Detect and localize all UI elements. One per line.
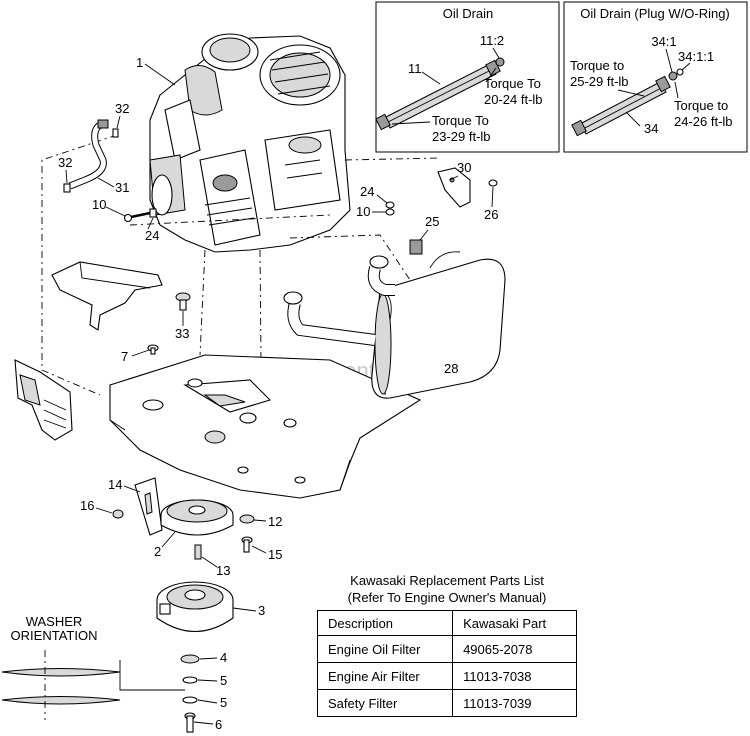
callout-10-right: 10 (356, 204, 370, 219)
screw-26 (488, 179, 498, 187)
callout-28: 28 (444, 361, 458, 376)
callout-15: 15 (268, 547, 282, 562)
oil-drain-plug-title: Oil Drain (Plug W/O-Ring) (580, 6, 730, 21)
header-kawasaki-part: Kawasaki Part (452, 610, 577, 636)
row-description: Engine Air Filter (316, 662, 454, 690)
oil-drain-plug-inset: Oil Drain (Plug W/O-Ring) 34:1 34:1:1 To… (563, 1, 748, 153)
pin-7 (147, 344, 159, 355)
bolt-15 (241, 536, 253, 553)
callout-4: 4 (220, 650, 227, 665)
callout-24-right: 24 (360, 184, 374, 199)
washer-orientation-sketch (1, 650, 185, 720)
washer-5b (182, 696, 198, 704)
washer-5a (182, 676, 198, 684)
callout-32-bottom: 32 (58, 155, 72, 170)
pto-clutch (156, 581, 234, 633)
oil-drain-torque-bottom: Torque To (432, 113, 489, 128)
callout-10-left: 10 (92, 197, 106, 212)
row-description: Engine Oil Filter (316, 635, 454, 663)
left-side-guard (14, 359, 73, 441)
oil-drain-hose (375, 57, 505, 131)
kawasaki-parts-list: Kawasaki Replacement Parts List (Refer T… (316, 572, 577, 717)
oil-drain-plug-torque-right: Torque to (674, 98, 728, 113)
oil-drain-inset: Oil Drain 11:2 11 Torque To 20-24 ft-lb … (375, 1, 560, 153)
clamp-25 (409, 239, 423, 255)
oil-drain-plug-b-label: 34:1:1 (678, 49, 714, 64)
callout-25: 25 (425, 214, 439, 229)
callout-31: 31 (115, 180, 129, 195)
muffler-28 (283, 251, 506, 399)
callout-16: 16 (80, 498, 94, 513)
callout-32-top: 32 (115, 101, 129, 116)
callout-2: 2 (154, 544, 161, 559)
callout-5-top: 5 (220, 673, 227, 688)
fastener-33 (175, 292, 191, 311)
oil-drain-title: Oil Drain (443, 6, 494, 21)
oil-drain-plug-torque-right-value: 24-26 ft-lb (674, 114, 733, 129)
idler-bracket-14 (134, 477, 163, 536)
table-row: Engine Oil Filter 49065-2078 (316, 635, 577, 663)
engine-shield-bracket (51, 261, 163, 331)
oil-drain-plug-a-label: 34:1 (651, 34, 676, 49)
row-part-number: 11013-7039 (452, 689, 577, 717)
table-header-row: Description Kawasaki Part (316, 610, 577, 636)
callout-33: 33 (175, 326, 189, 341)
table-row: Engine Air Filter 11013-7038 (316, 662, 577, 690)
table-row: Safety Filter 11013-7039 (316, 689, 577, 717)
oil-drain-plug-torque-left: Torque to (570, 58, 624, 73)
callout-24-left: 24 (145, 228, 159, 243)
row-description: Safety Filter (316, 689, 454, 717)
callout-26: 26 (484, 207, 498, 222)
parts-list-title: Kawasaki Replacement Parts List (350, 573, 544, 588)
callout-14: 14 (108, 477, 122, 492)
oil-drain-torque-bottom-value: 23-29 ft-lb (432, 129, 491, 144)
oil-drain-plug-hose-label: 34 (644, 121, 658, 136)
callout-5-bottom: 5 (220, 695, 227, 710)
row-part-number: 11013-7038 (452, 662, 577, 690)
callout-7: 7 (121, 349, 128, 364)
callout-13: 13 (216, 563, 230, 578)
bolt-6 (184, 712, 196, 733)
breather-tube (63, 119, 119, 193)
washer-orientation-line1: WASHER (26, 614, 83, 629)
washer-24-right (385, 201, 395, 209)
washer-orientation-line2: ORIENTATION (11, 628, 98, 643)
washer-12 (239, 514, 255, 524)
callout-3: 3 (258, 603, 265, 618)
parts-list-subtitle: (Refer To Engine Owner's Manual) (347, 590, 547, 605)
oil-drain-torque-top: Torque To (484, 76, 541, 91)
bolt-10-24-left (123, 208, 157, 223)
header-description: Description (316, 610, 454, 636)
row-part-number: 49065-2078 (452, 635, 577, 663)
callout-12: 12 (268, 514, 282, 529)
callout-6: 6 (215, 717, 222, 732)
oil-drain-hose-label: 11 (408, 61, 422, 76)
oil-drain-plug-torque-left-value: 25-29 ft-lb (570, 74, 629, 89)
engine-assembly (149, 33, 351, 253)
washer-4 (180, 654, 200, 664)
engine-deck-plate (109, 354, 422, 499)
parts-list-table: Description Kawasaki Part Engine Oil Fil… (316, 610, 577, 717)
nut-16 (112, 509, 124, 519)
engine-pulley (160, 499, 234, 536)
callout-30: 30 (457, 160, 471, 175)
oil-drain-plug-hose (571, 68, 684, 137)
callout-1: 1 (136, 55, 143, 70)
key-13 (194, 544, 202, 560)
oil-drain-torque-top-value: 20-24 ft-lb (484, 92, 543, 107)
oil-drain-fitting-label: 11:2 (480, 33, 504, 48)
bolt-10-right (385, 208, 395, 216)
